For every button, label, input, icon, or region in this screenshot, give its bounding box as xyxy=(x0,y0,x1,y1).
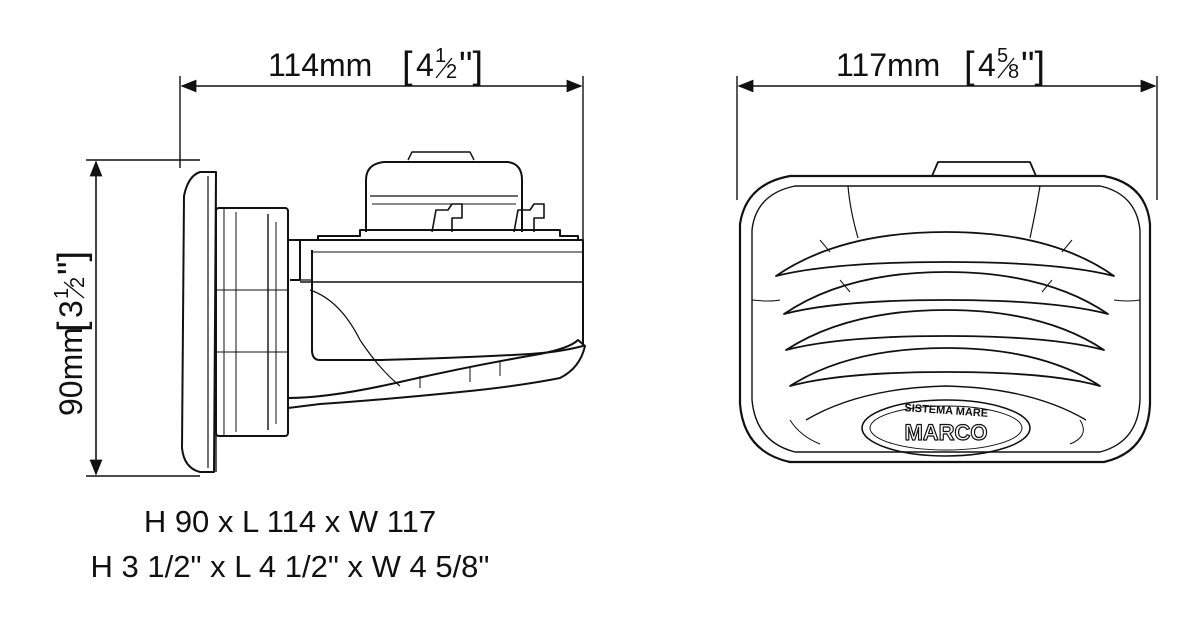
front-width-open-bracket: [ xyxy=(964,45,975,87)
height-inch-whole: 3 xyxy=(53,300,89,318)
front-width-inch-num: 5 xyxy=(997,45,1008,67)
logo-tagline: SISTEMA MARE xyxy=(904,402,989,420)
height-open-bracket: [ xyxy=(51,321,93,332)
marco-logo: SISTEMA MARE MARCO xyxy=(861,399,1031,457)
front-width-dimension: 117mm [ 4 5 8 "] xyxy=(736,45,1158,200)
side-length-metric: 114mm xyxy=(268,47,372,83)
front-width-metric: 117mm xyxy=(836,47,940,83)
side-length-inch-whole: 4 xyxy=(416,47,434,83)
horn-side-view xyxy=(181,151,586,473)
horn-front-view: SISTEMA MARE MARCO xyxy=(738,161,1152,464)
dimensions-caption-metric: H 90 x L 114 x W 117 xyxy=(143,504,437,539)
height-inch-num: 1 xyxy=(51,288,73,299)
horn-grille xyxy=(775,231,1115,421)
side-length-close: "] xyxy=(459,45,483,87)
side-length-inch-den: 2 xyxy=(446,61,457,83)
front-width-inch-whole: 4 xyxy=(978,47,996,83)
height-inch-den: 2 xyxy=(67,277,89,288)
side-length-open-bracket: [ xyxy=(402,45,413,87)
height-dimension: 90mm [ 3 1 2 "] xyxy=(51,159,200,477)
front-width-inch-den: 8 xyxy=(1008,61,1019,83)
front-width-close: "] xyxy=(1021,45,1045,87)
side-length-dimension: 114mm [ 4 1 2 "] xyxy=(179,45,584,240)
height-close: "] xyxy=(51,251,93,275)
side-length-inch-num: 1 xyxy=(435,45,446,67)
dimensions-caption-imperial: H 3 1/2" x L 4 1/2" x W 4 5/8" xyxy=(90,549,490,584)
height-metric: 90mm xyxy=(53,327,89,416)
logo-brand: MARCO xyxy=(904,420,987,445)
